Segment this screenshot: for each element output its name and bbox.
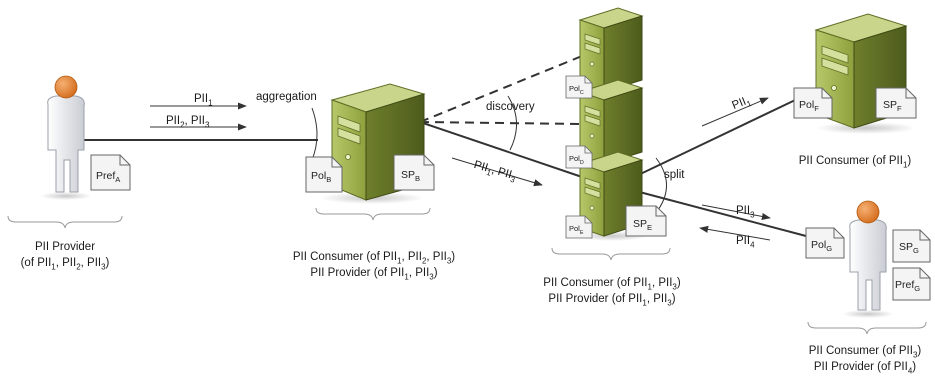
pol-b-label: PolB <box>311 170 331 184</box>
server-e-icon <box>576 151 648 241</box>
sp-b-label: SPB <box>401 169 420 183</box>
pol-d-doc-icon: PolD <box>565 145 593 169</box>
brace-a <box>7 215 123 229</box>
arrow-pii13-b <box>451 157 543 187</box>
arrow-pii1-e <box>701 97 769 127</box>
pol-f-label: PolF <box>799 99 819 113</box>
aggregation-label: aggregation <box>256 91 317 103</box>
link-e-f <box>631 91 813 179</box>
pol-d-label: PolD <box>569 154 584 166</box>
caption-a-line2: (of PII1, PII2, PII3) <box>20 257 110 272</box>
server-b-icon <box>320 83 426 204</box>
brace-b <box>315 207 431 221</box>
person-g-icon <box>842 200 894 318</box>
sp-e-label: SPE <box>633 218 652 232</box>
aggregation-arc <box>311 107 318 161</box>
discovery-arc <box>507 95 517 151</box>
sp-e-doc-icon: SPE <box>625 205 667 237</box>
caption-b-line1: PII Consumer (of PII1, PII2, PII3) <box>292 251 456 266</box>
pol-c-label: PolC <box>569 84 584 96</box>
discovery-label: discovery <box>486 101 535 113</box>
link-e-g <box>631 189 807 237</box>
server-c-icon <box>578 7 644 93</box>
sp-f-doc-icon: SPF <box>875 87 917 119</box>
person-a-icon <box>40 75 92 200</box>
pii1-a-label: PII1 <box>194 93 213 108</box>
caption-g-line2: PII Provider (of PII4) <box>813 361 917 376</box>
arrow-pii3-e <box>701 204 771 221</box>
pref-a-label: PrefA <box>96 170 121 184</box>
split-label: split <box>664 169 685 181</box>
pii23-a-label: PII2, PII3 <box>166 115 210 130</box>
pol-b-doc-icon: PolB <box>305 156 343 193</box>
arrow-pii4-g <box>699 225 771 241</box>
link-b-e <box>419 121 583 178</box>
caption-a-line1: PII Provider <box>34 241 96 253</box>
pol-g-label: PolG <box>811 239 832 253</box>
pii3-e-label: PII3 <box>736 205 755 220</box>
split-arc <box>655 157 667 211</box>
pref-a-doc-icon: PrefA <box>90 154 131 191</box>
sp-g-doc-icon: SPG <box>892 229 931 263</box>
pol-f-doc-icon: PolF <box>793 87 833 119</box>
server-d-icon <box>578 79 644 165</box>
caption-g-line1: PII Consumer (of PII3) <box>808 345 922 360</box>
sp-b-doc-icon: SPB <box>393 154 435 191</box>
pol-c-doc-icon: PolC <box>565 75 593 99</box>
sp-g-label: SPG <box>899 241 919 255</box>
pii4-g-label: PII4 <box>736 235 755 250</box>
pol-g-doc-icon: PolG <box>805 227 845 259</box>
caption-e-line2: PII Provider (of PII1, PII3) <box>548 293 676 308</box>
caption-f-line1: PII Consumer (of PII1) <box>798 155 912 170</box>
pref-g-label: PrefG <box>895 279 920 293</box>
brace-e <box>551 247 671 261</box>
link-b-d-dashed <box>419 121 583 125</box>
caption-e-line1: PII Consumer (of PII1, PII3) <box>543 277 681 292</box>
pref-g-doc-icon: PrefG <box>892 267 931 301</box>
caption-b-line2: PII Provider (of PII1, PII3) <box>310 267 438 282</box>
sp-f-label: SPF <box>883 99 902 113</box>
pol-e-doc-icon: PolE <box>565 215 593 239</box>
pol-e-label: PolE <box>569 224 584 236</box>
brace-g <box>807 321 927 335</box>
